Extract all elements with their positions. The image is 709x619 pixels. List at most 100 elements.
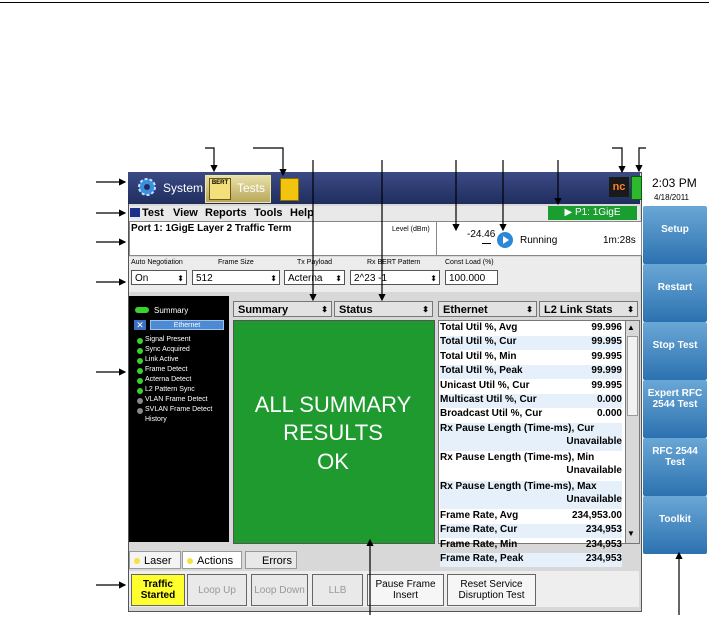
port-indicator[interactable]: ▶ P1: 1GigE [548, 206, 637, 220]
page-rule [0, 2, 709, 3]
result-tree [129, 296, 229, 542]
tree-item[interactable]: History [145, 416, 167, 423]
loop-down-button[interactable]: Loop Down [251, 574, 308, 606]
stat-label: Total Util %, Min [440, 350, 517, 362]
laser-led [134, 558, 140, 564]
test-menu-icon [130, 208, 140, 217]
expert-rfc-2544-button[interactable]: Expert RFC 2544 Test [643, 380, 707, 438]
frame-size-label: Frame Size [218, 259, 254, 266]
side-button-label: RFC 2544 Test [652, 446, 698, 468]
menu-tools[interactable]: Tools [254, 207, 283, 219]
tab-laser-label: Laser [144, 555, 172, 567]
status-led-icon [137, 378, 143, 384]
frame-size-select[interactable]: 512 ⬍ [192, 270, 280, 285]
stats-group-select[interactable]: Ethernet⬍ [438, 301, 537, 317]
tree-item[interactable]: L2 Pattern Sync [145, 386, 195, 393]
restart-button[interactable]: Restart [643, 264, 707, 322]
summary-result-panel [233, 320, 435, 544]
tab-actions[interactable]: Actions [182, 551, 242, 569]
tab-errors[interactable]: Errors [245, 551, 297, 569]
tree-summary[interactable]: Summary [154, 306, 189, 315]
status-led-icon [137, 338, 143, 344]
chevron-icon: ⬍ [177, 274, 184, 283]
menu-test[interactable]: Test [142, 207, 164, 219]
tree-item[interactable]: Signal Present [145, 336, 191, 343]
summary-line-2: RESULTS [283, 420, 383, 445]
tree-item[interactable]: Link Active [145, 356, 179, 363]
tree-item[interactable]: Sync Acquired [145, 346, 190, 353]
table-row: Total Util %, Min 99.995 [440, 351, 622, 365]
toolkit-button[interactable]: Toolkit [643, 496, 707, 554]
auto-negotiation-select[interactable]: On⬍ [131, 270, 187, 285]
frame-size-value: 512 [196, 273, 213, 284]
test-info-panel [129, 221, 437, 256]
stat-label: Total Util %, Avg [440, 322, 518, 333]
chevron-icon: ⬍ [430, 274, 437, 283]
loop-up-button[interactable]: Loop Up [187, 574, 247, 606]
stat-value: 99.995 [591, 336, 622, 348]
scroll-down-icon[interactable]: ▼ [627, 529, 635, 538]
summary-category-select[interactable]: Status⬍ [334, 301, 433, 317]
summary-category-value: Status [339, 304, 373, 316]
tests-label[interactable]: Tests [237, 181, 266, 195]
setup-button[interactable]: Setup [643, 206, 707, 264]
run-status: Running [520, 235, 558, 246]
rx-bert-pattern-select[interactable]: 2^23 -1 ⬍ [350, 270, 440, 285]
tree-item[interactable]: Acterna Detect [145, 376, 192, 383]
tx-payload-select[interactable]: Acterna⬍ [284, 270, 345, 285]
traffic-started-button[interactable]: Traffic Started [131, 574, 185, 606]
tree-item[interactable]: Frame Detect [145, 366, 188, 373]
const-load-input[interactable]: 100.000 [445, 270, 498, 285]
tab-errors-label: Errors [262, 555, 292, 567]
stat-value: 99.995 [591, 350, 622, 362]
notes-icon[interactable] [280, 178, 299, 201]
menu-help[interactable]: Help [290, 207, 314, 219]
nc-icon[interactable]: nc [609, 177, 629, 197]
scroll-up-icon[interactable]: ▲ [627, 323, 635, 332]
stop-test-button[interactable]: Stop Test [643, 322, 707, 380]
play-icon [497, 232, 513, 248]
status-led-icon [137, 398, 143, 404]
side-button-label: Restart [657, 282, 693, 293]
stats-category-select[interactable]: L2 Link Stats⬍ [539, 301, 638, 317]
reset-service-disruption-button[interactable]: Reset Service Disruption Test [447, 574, 536, 606]
tree-item[interactable]: SVLAN Frame Detect [145, 406, 213, 413]
chevron-icon: ⬍ [627, 305, 634, 314]
stat-label: Multicast Util %, Cur [440, 394, 537, 405]
actions-led [187, 558, 193, 564]
chevron-icon: ⬍ [526, 305, 533, 314]
tree-item[interactable]: VLAN Frame Detect [145, 396, 208, 403]
action-label: Loop Down [254, 584, 305, 596]
stat-label: Unicast Util %, Cur [440, 379, 530, 391]
scroll-thumb[interactable] [627, 336, 638, 416]
llb-button[interactable]: LLB [312, 574, 363, 606]
tab-laser[interactable]: Laser [129, 551, 181, 569]
pause-frame-insert-button[interactable]: Pause Frame Insert [367, 574, 444, 606]
summary-group-select[interactable]: Summary⬍ [233, 301, 332, 317]
stat-value: 234,953 [585, 553, 622, 564]
stat-label: Frame Rate, Cur [440, 524, 518, 536]
clock-date: 4/18/2011 [654, 193, 689, 202]
status-led-icon [137, 358, 143, 364]
system-label[interactable]: System [163, 181, 204, 195]
menu-view[interactable]: View [173, 207, 198, 219]
rx-bert-pattern-value: 2^23 -1 [354, 273, 388, 284]
chevron-icon: ⬍ [270, 274, 277, 283]
stat-label: Frame Rate, Peak [440, 553, 524, 564]
level-value: -24.46 [467, 229, 496, 240]
menu-reports[interactable]: Reports [205, 207, 247, 219]
status-led-icon [137, 368, 143, 374]
status-led-icon [137, 408, 143, 414]
rfc-2544-button[interactable]: RFC 2544 Test [643, 438, 707, 496]
gear-icon[interactable] [137, 177, 157, 197]
tree-ethernet[interactable]: Ethernet [150, 320, 224, 330]
close-icon[interactable]: ✕ [134, 320, 146, 330]
